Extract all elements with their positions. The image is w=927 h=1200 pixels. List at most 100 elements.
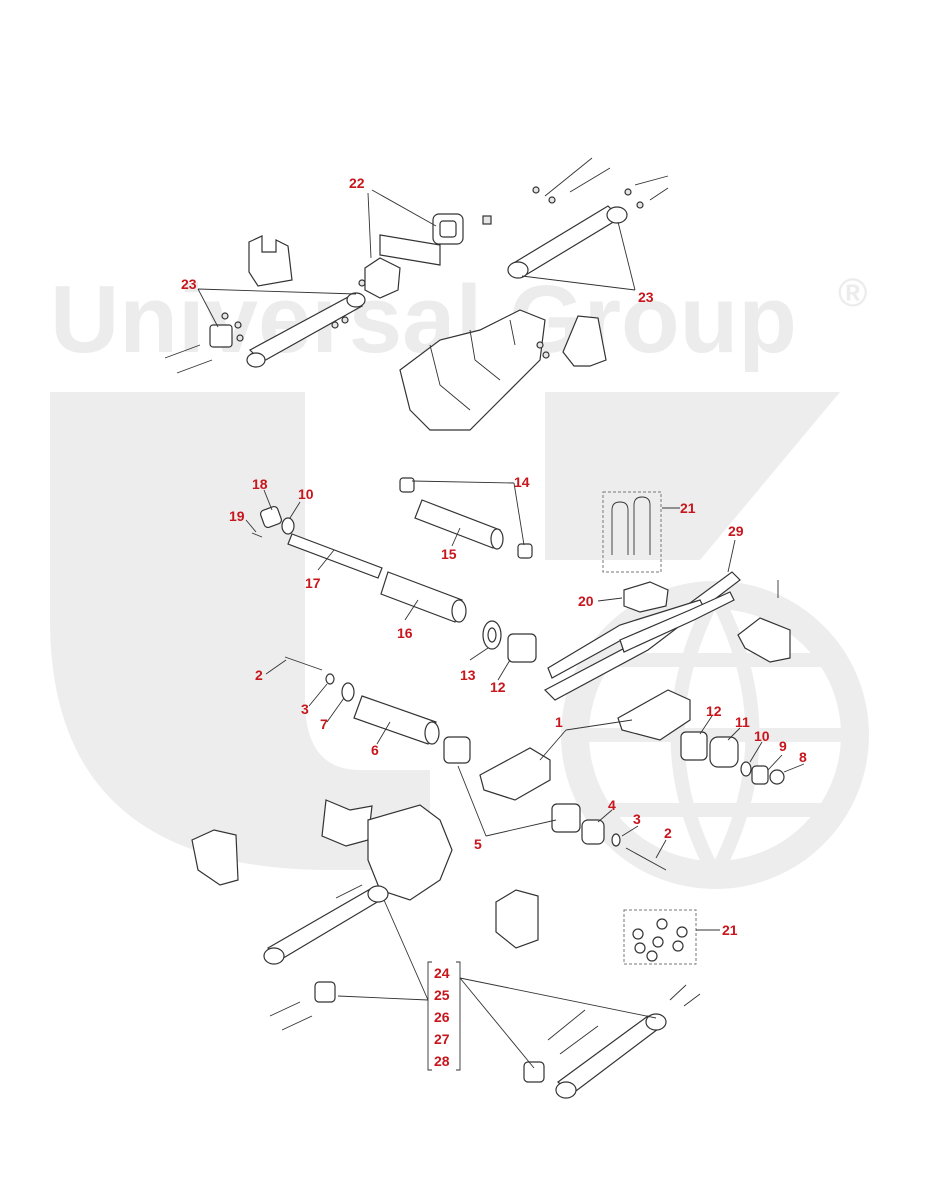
callout-bracket-right bbox=[456, 961, 461, 1071]
top-left-rod-end bbox=[246, 352, 266, 368]
callout-28: 28 bbox=[434, 1053, 450, 1069]
bushing-12 bbox=[680, 731, 708, 761]
spring-seat-block-20 bbox=[623, 581, 669, 613]
spring-seat-1-lower bbox=[479, 747, 551, 801]
callout-14: 14 bbox=[514, 474, 530, 490]
washer-10 bbox=[281, 517, 295, 535]
leaders-12-13 bbox=[469, 647, 511, 681]
callout-16: 16 bbox=[397, 625, 413, 641]
axle-pad bbox=[364, 257, 401, 299]
sleeve-16 bbox=[380, 571, 463, 623]
callouts: 22 23 23 18 10 19 17 16 14 15 13 12 21 2… bbox=[181, 175, 807, 1069]
callout-18: 18 bbox=[252, 476, 268, 492]
pad-clip bbox=[482, 215, 492, 225]
bushing-12 bbox=[507, 633, 537, 663]
callout-23-right: 23 bbox=[638, 289, 654, 305]
watermark-k-logo bbox=[545, 392, 840, 560]
bottom-center-bracket bbox=[495, 889, 539, 949]
top-left-bushing bbox=[209, 324, 233, 348]
bushing-14 bbox=[399, 477, 415, 493]
callout-12-left: 12 bbox=[490, 679, 506, 695]
callout-11: 11 bbox=[735, 714, 750, 730]
washer-10 bbox=[740, 761, 752, 777]
spacer-9 bbox=[751, 765, 769, 785]
cotter-pin-19 bbox=[251, 532, 263, 538]
cone-4 bbox=[581, 819, 605, 845]
bolt bbox=[683, 993, 701, 1007]
top-right-rod-end bbox=[606, 206, 628, 224]
callout-22: 22 bbox=[349, 175, 365, 191]
kit-nut bbox=[656, 918, 668, 930]
leaders-1 bbox=[539, 719, 633, 761]
leader-22 bbox=[367, 189, 437, 259]
leader-23-right bbox=[521, 221, 636, 291]
bolt bbox=[559, 1025, 599, 1055]
leaders-20-21-29 bbox=[597, 507, 736, 602]
washer-3 bbox=[325, 673, 335, 685]
callout-8: 8 bbox=[799, 749, 807, 765]
nut bbox=[636, 201, 644, 209]
callout-25: 25 bbox=[434, 987, 450, 1003]
nut-8 bbox=[769, 769, 785, 785]
bottom-rod-end bbox=[263, 947, 285, 965]
bolt-2 bbox=[625, 847, 667, 871]
callout-3-left: 3 bbox=[301, 701, 309, 717]
bushing-5 bbox=[551, 803, 581, 833]
callout-6: 6 bbox=[371, 742, 379, 758]
leader-23-left bbox=[197, 288, 357, 328]
callout-27: 27 bbox=[434, 1031, 450, 1047]
spring-hanger-bracket bbox=[737, 617, 791, 663]
bottom-rod-end bbox=[645, 1013, 667, 1031]
leaf-spring-29-leaf bbox=[619, 591, 735, 653]
leaders-24-28-left bbox=[337, 899, 429, 1001]
callout-26: 26 bbox=[434, 1009, 450, 1025]
bottom-rod-end bbox=[367, 885, 389, 903]
bolt bbox=[649, 187, 669, 201]
top-assembly bbox=[164, 157, 669, 431]
callout-21-lower: 21 bbox=[722, 922, 738, 938]
callout-19: 19 bbox=[229, 508, 245, 524]
kit-nut bbox=[632, 928, 644, 940]
callout-29: 29 bbox=[728, 523, 744, 539]
rubber-pad-inner bbox=[439, 220, 457, 238]
sleeve-6 bbox=[353, 695, 437, 745]
nut bbox=[221, 312, 229, 320]
watermark-globe-meridian bbox=[575, 591, 855, 879]
washer-7 bbox=[341, 682, 355, 702]
nut bbox=[542, 351, 550, 359]
leaders-lower bbox=[457, 765, 667, 859]
washer-3 bbox=[611, 833, 621, 847]
callout-15: 15 bbox=[441, 546, 457, 562]
bottom-left-bracket bbox=[191, 829, 239, 886]
bolt bbox=[547, 1009, 586, 1041]
callout-21-upper: 21 bbox=[680, 500, 696, 516]
callout-4: 4 bbox=[608, 797, 616, 813]
callout-23-left: 23 bbox=[181, 276, 197, 292]
bolt-2 bbox=[284, 656, 323, 671]
bolt bbox=[544, 157, 593, 197]
watermark: Universal Group ® bbox=[50, 266, 869, 889]
spring-seat-1-upper bbox=[617, 689, 691, 741]
bolt bbox=[269, 1001, 301, 1017]
u-bolt bbox=[633, 496, 651, 555]
kit-nut bbox=[652, 936, 664, 948]
top-right-rod-end bbox=[507, 261, 529, 279]
u-bolt bbox=[611, 501, 629, 555]
nut bbox=[532, 186, 540, 194]
callout-9: 9 bbox=[779, 738, 787, 754]
nut bbox=[236, 334, 244, 342]
callout-24: 24 bbox=[434, 965, 450, 981]
bolt bbox=[335, 884, 363, 899]
nut-18 bbox=[259, 505, 283, 529]
callout-3-right: 3 bbox=[633, 811, 641, 827]
frame-hanger-detail bbox=[429, 319, 516, 411]
bolt bbox=[634, 175, 669, 186]
u-bolt-kit-box bbox=[602, 491, 662, 573]
bolt bbox=[569, 167, 611, 193]
nut bbox=[234, 321, 242, 329]
bushing-5 bbox=[443, 736, 471, 764]
nut bbox=[536, 341, 544, 349]
bolt bbox=[281, 1015, 313, 1031]
kit-nut bbox=[672, 940, 684, 952]
watermark-registered-mark: ® bbox=[838, 271, 867, 315]
